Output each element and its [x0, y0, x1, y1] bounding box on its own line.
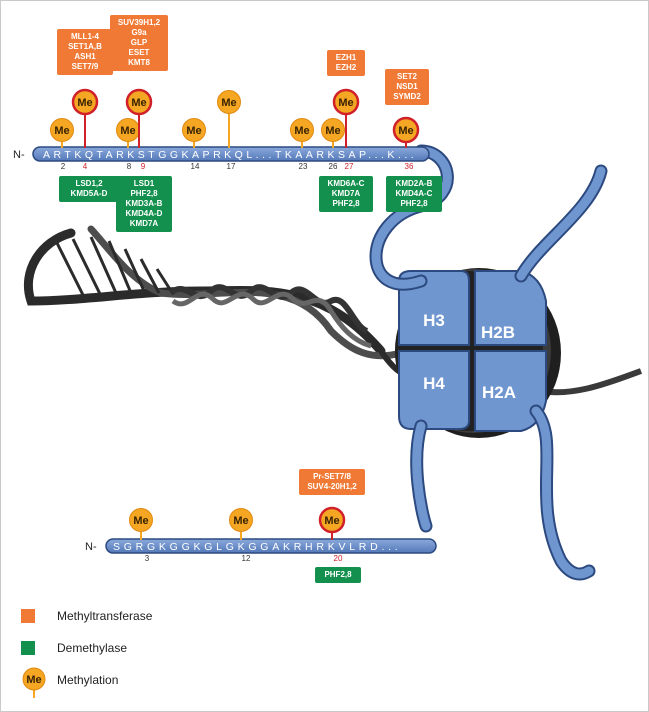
methylation-pin: Me	[182, 118, 206, 148]
demethylase-box-k27: KMD6A-C KMD7A PHF2,8	[319, 176, 373, 212]
methylation-pin: Me	[50, 118, 74, 148]
dna-double-helix	[23, 225, 643, 396]
methylation-pin: Me	[321, 118, 345, 148]
h3-sequence: ARTKQTARKSTGGKAPRKQL...TKAARKSAP...K...	[43, 149, 415, 161]
svg-text:Me: Me	[77, 97, 92, 109]
methyltransferase-box-k4: MLL1-4 SET1A,B ASH1 SET7/9	[57, 29, 113, 75]
methylation-markers: Me Me Me Me Me Me	[50, 88, 420, 540]
key-methylation-pin-k36: Me	[392, 116, 420, 148]
legend-methyltransferase-label: Methyltransferase	[57, 609, 153, 623]
key-methylation-pin-h4k20: Me	[318, 506, 346, 540]
key-methylation-pin-k4: Me	[71, 88, 99, 148]
svg-text:Me: Me	[294, 125, 309, 137]
legend-methylation: Methylation	[57, 673, 118, 687]
svg-text:Me: Me	[54, 125, 69, 137]
residue-numbers: 2 4 8 9 14 17 23 26 27 36 3 12 20	[61, 162, 414, 563]
h4-tail: N- SGRGKGGKGLGKGGAKRHRKVLRD...	[85, 538, 437, 554]
residue-number: 2	[61, 162, 66, 171]
svg-text:Me: Me	[120, 125, 135, 137]
residue-number: 20	[334, 554, 343, 563]
residue-number: 4	[83, 162, 88, 171]
h2b-label: H2B	[481, 323, 515, 342]
svg-text:Me: Me	[398, 125, 413, 137]
svg-text:Me: Me	[131, 97, 146, 109]
residue-number: 12	[242, 554, 251, 563]
methylation-pin: Me	[290, 118, 314, 148]
svg-text:Me: Me	[221, 97, 236, 109]
methylation-pin: Me	[129, 508, 153, 540]
residue-number: 9	[141, 162, 146, 171]
methylation-pin: Me	[217, 90, 241, 148]
legend-demethylase: Demethylase	[21, 641, 127, 655]
methylation-pin: Me	[229, 508, 253, 540]
h3-label: H3	[423, 311, 445, 330]
h4-label: H4	[423, 374, 445, 393]
svg-text:Me: Me	[26, 674, 41, 686]
residue-number: 17	[227, 162, 236, 171]
legend-methylation-icon: Me	[22, 667, 46, 698]
svg-text:Me: Me	[325, 125, 340, 137]
methyltransferase-swatch	[21, 609, 35, 623]
svg-text:Me: Me	[133, 515, 148, 527]
methyltransferase-box-k27: EZH1 EZH2	[327, 50, 365, 76]
key-methylation-pin-k9: Me	[125, 88, 153, 148]
key-methylation-pin-k27: Me	[332, 88, 360, 148]
residue-number: 27	[345, 162, 354, 171]
nucleosome-core	[395, 268, 561, 438]
demethylase-swatch	[21, 641, 35, 655]
h2a-label: H2A	[482, 383, 516, 402]
methylation-pin: Me	[116, 118, 140, 148]
residue-number: 36	[405, 162, 414, 171]
residue-number: 8	[127, 162, 132, 171]
demethylase-box-k9: LSD1 PHF2,8 KMD3A-B KMD4A-D KMD7A	[116, 176, 172, 232]
h3-tail: N- ARTKQTARKSTGGKAPRKQL...TKAARKSAP...K.…	[13, 146, 430, 162]
methyltransferase-box-k9: SUV39H1,2 G9a GLP ESET KMT8	[110, 15, 168, 71]
residue-number: 3	[145, 554, 150, 563]
h3-n-terminus-label: N-	[13, 149, 25, 161]
legend-demethylase-label: Demethylase	[57, 641, 128, 655]
residue-number: 14	[191, 162, 200, 171]
h4-n-terminus-label: N-	[85, 541, 97, 553]
demethylase-box-h4k20: PHF2,8	[315, 567, 361, 583]
svg-text:Me: Me	[186, 125, 201, 137]
legend-methyltransferase: Methyltransferase	[21, 609, 152, 623]
svg-text:Me: Me	[324, 515, 339, 527]
methyltransferase-box-h4k20: Pr-SET7/8 SUV4-20H1,2	[299, 469, 365, 495]
residue-number: 23	[299, 162, 308, 171]
demethylase-box-k36: KMD2A-B KMD4A-C PHF2,8	[386, 176, 442, 212]
svg-text:Me: Me	[338, 97, 353, 109]
h4-sequence: SGRGKGGKGLGKGGAKRHRKVLRD...	[113, 541, 399, 553]
residue-number: 26	[329, 162, 338, 171]
demethylase-box-k4: LSD1,2 KMD5A-D	[59, 176, 119, 202]
histone-core-labels: H3 H2B H4 H2A	[423, 311, 516, 402]
svg-text:Me: Me	[233, 515, 248, 527]
methyltransferase-box-k36: SET2 NSD1 SYMD2	[385, 69, 429, 105]
legend-methylation-label: Methylation	[57, 673, 119, 687]
